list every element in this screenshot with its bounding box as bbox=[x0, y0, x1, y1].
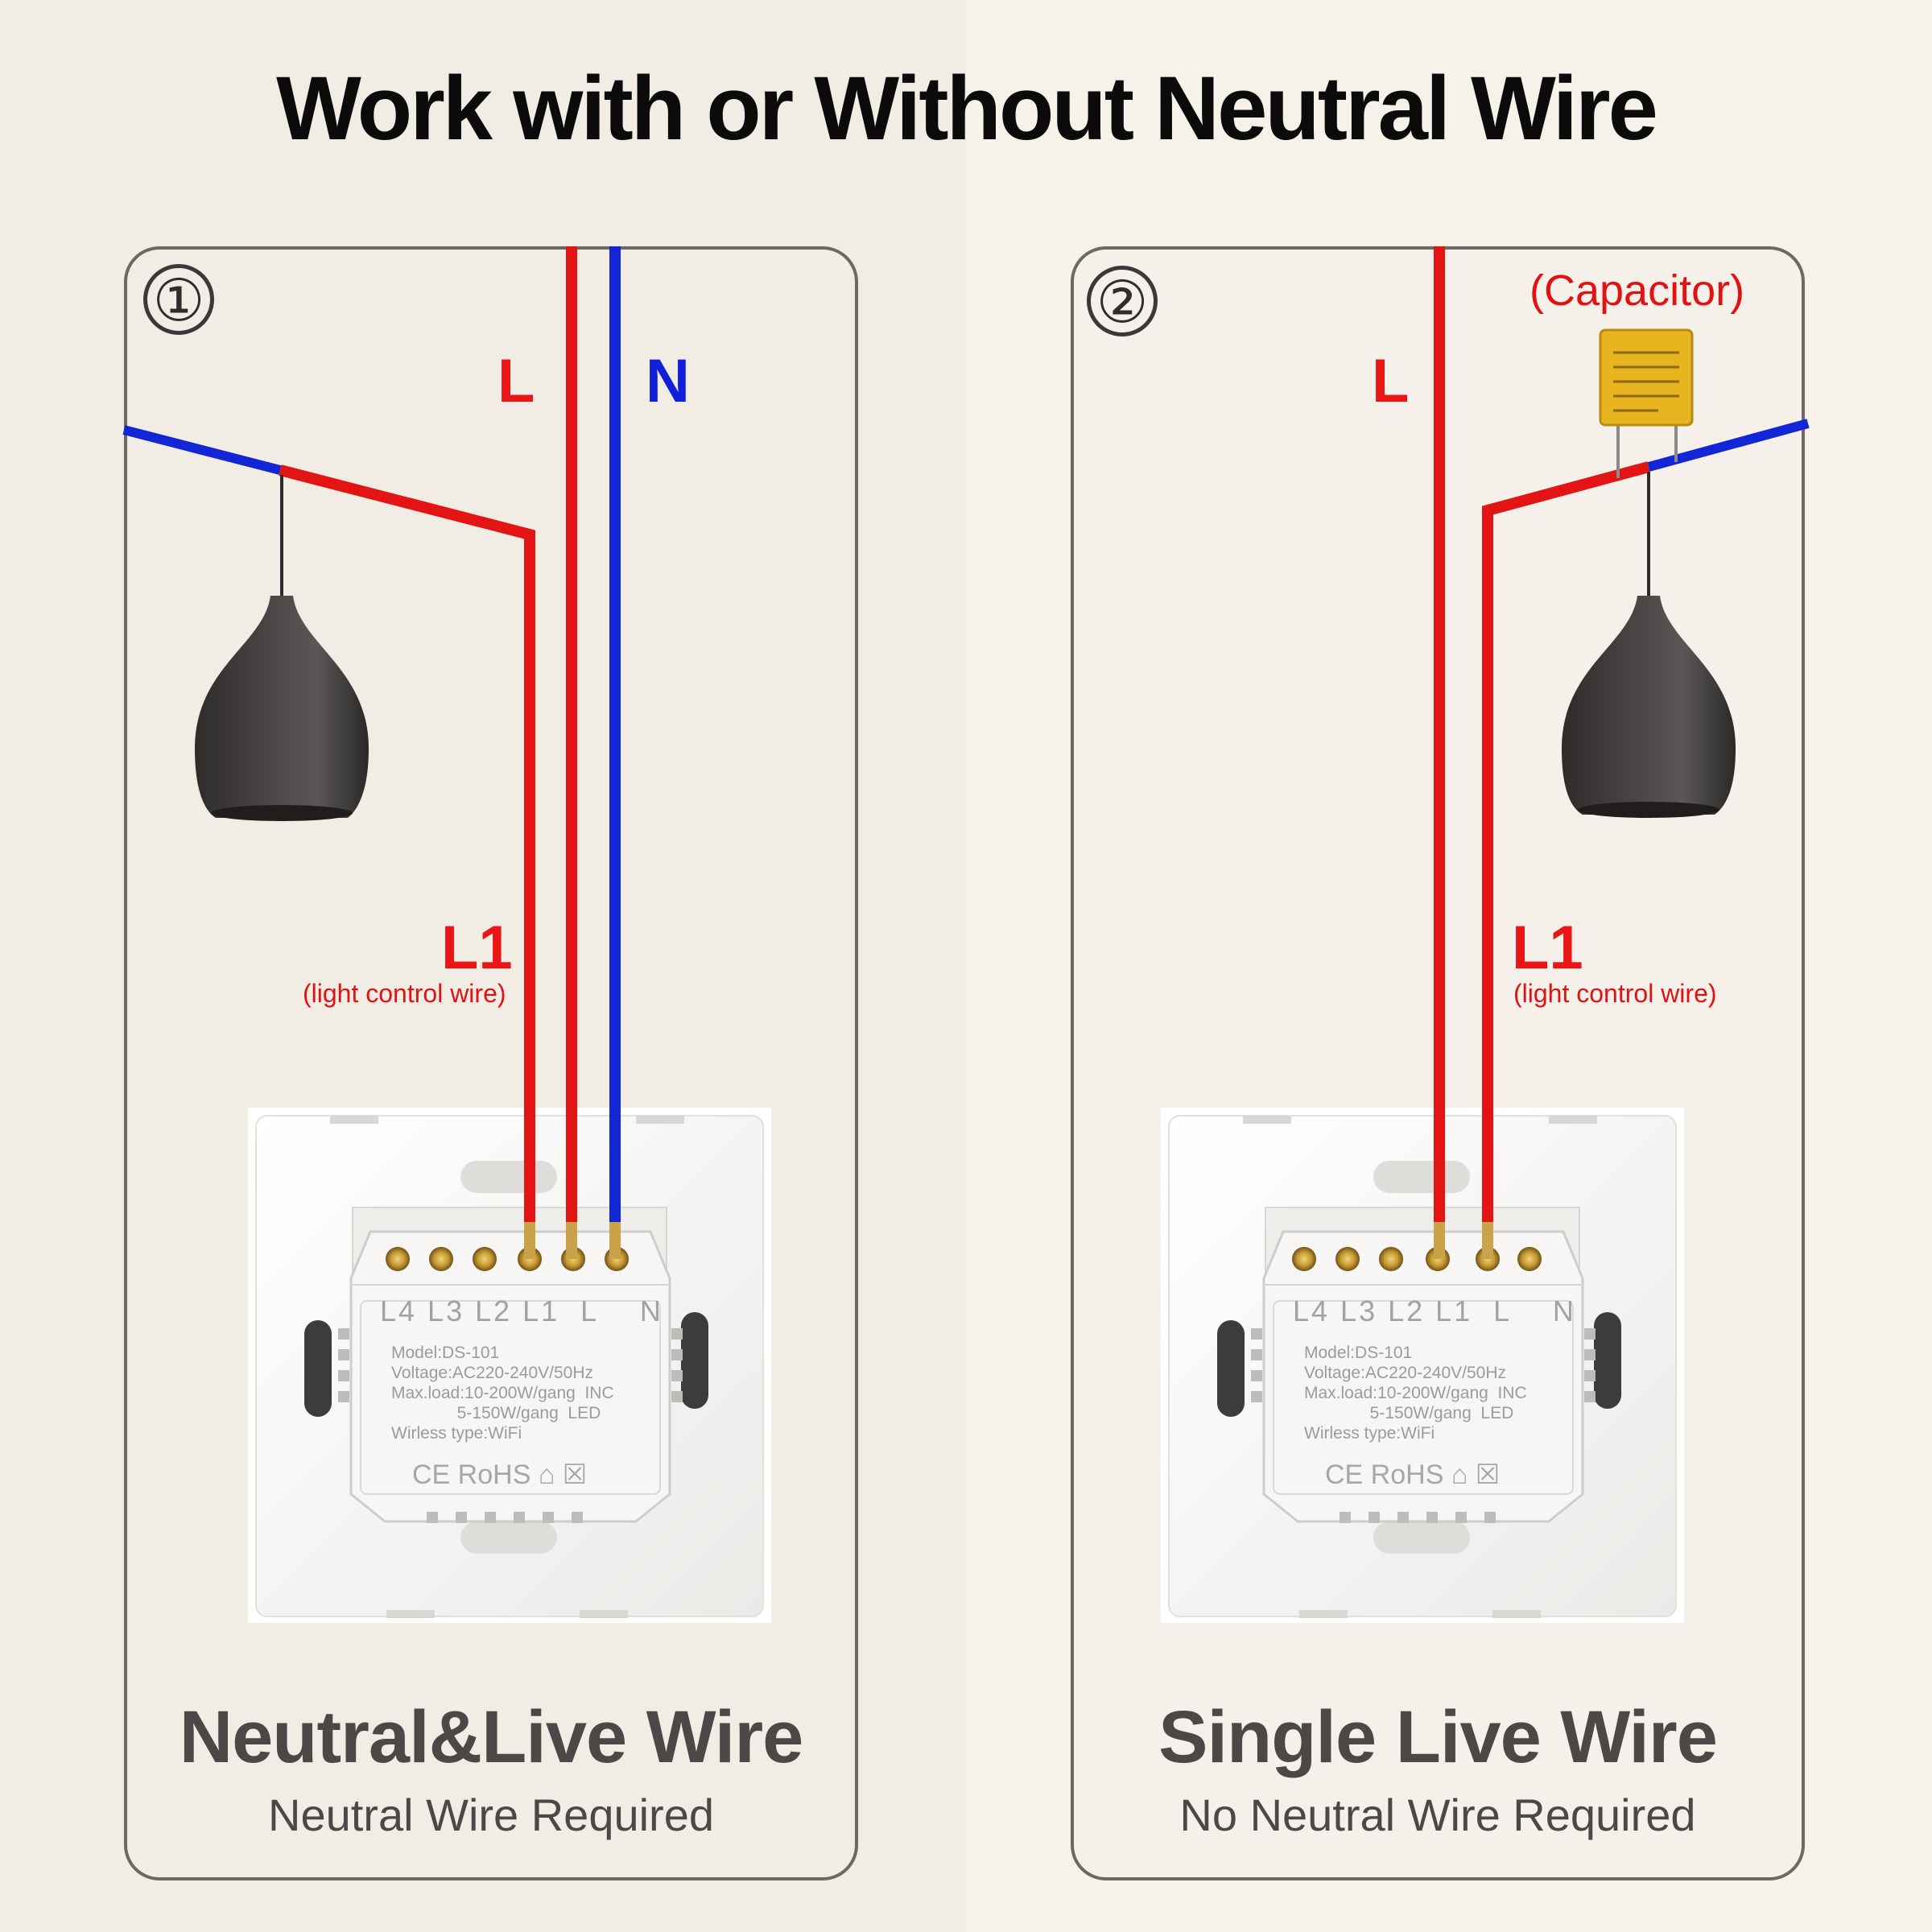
switch-specs-1: Model:DS-101 Voltage:AC220-240V/50Hz Max… bbox=[391, 1344, 614, 1443]
neutral-wire-label-1: N bbox=[646, 347, 690, 415]
terminal-labels-1: L4 L3 L2 L1 L N bbox=[380, 1294, 663, 1327]
step-badge-2: ② bbox=[1087, 266, 1158, 336]
panel-subheading-1: Neutral Wire Required bbox=[268, 1790, 714, 1840]
switch-module-1 bbox=[248, 1108, 771, 1623]
step-badge-1: ① bbox=[143, 264, 214, 335]
neutral-wire-to-lamp-1 bbox=[122, 425, 282, 475]
panel-heading-1: Neutral&Live Wire bbox=[179, 1696, 804, 1778]
live-wire-label-1: L bbox=[497, 347, 535, 415]
control-wire-l1-1 bbox=[279, 464, 535, 1246]
certification-marks-2: CE RoHS ⌂ ☒ bbox=[1325, 1459, 1501, 1490]
capacitor-label: (Capacitor) bbox=[1530, 266, 1745, 315]
capacitor bbox=[1599, 328, 1694, 478]
wires-panel-1 bbox=[122, 246, 621, 1259]
main-title: Work with or Without Neutral Wire bbox=[276, 58, 1658, 159]
control-wire-note-1: (light control wire) bbox=[303, 979, 506, 1008]
pendant-lamp-1 bbox=[195, 475, 369, 821]
control-wire-label-2: L1 bbox=[1512, 914, 1583, 982]
wires-panel-2 bbox=[1434, 246, 1810, 1259]
switch-module-2 bbox=[1161, 1108, 1684, 1623]
neutral-wire-to-lamp-2 bbox=[1647, 419, 1810, 472]
certification-marks-1: CE RoHS ⌂ ☒ bbox=[412, 1459, 588, 1490]
control-wire-label-1: L1 bbox=[441, 914, 513, 982]
pendant-lamp-2 bbox=[1562, 472, 1736, 818]
switch-specs-2: Model:DS-101 Voltage:AC220-240V/50Hz Max… bbox=[1304, 1344, 1527, 1443]
control-wire-note-2: (light control wire) bbox=[1513, 979, 1717, 1008]
terminal-labels-2: L4 L3 L2 L1 L N bbox=[1293, 1294, 1576, 1327]
panel-subheading-2: No Neutral Wire Required bbox=[1179, 1790, 1696, 1840]
live-wire-label-2: L bbox=[1372, 347, 1410, 415]
control-wire-l1-2 bbox=[1482, 461, 1650, 1246]
panel-heading-2: Single Live Wire bbox=[1158, 1696, 1718, 1778]
